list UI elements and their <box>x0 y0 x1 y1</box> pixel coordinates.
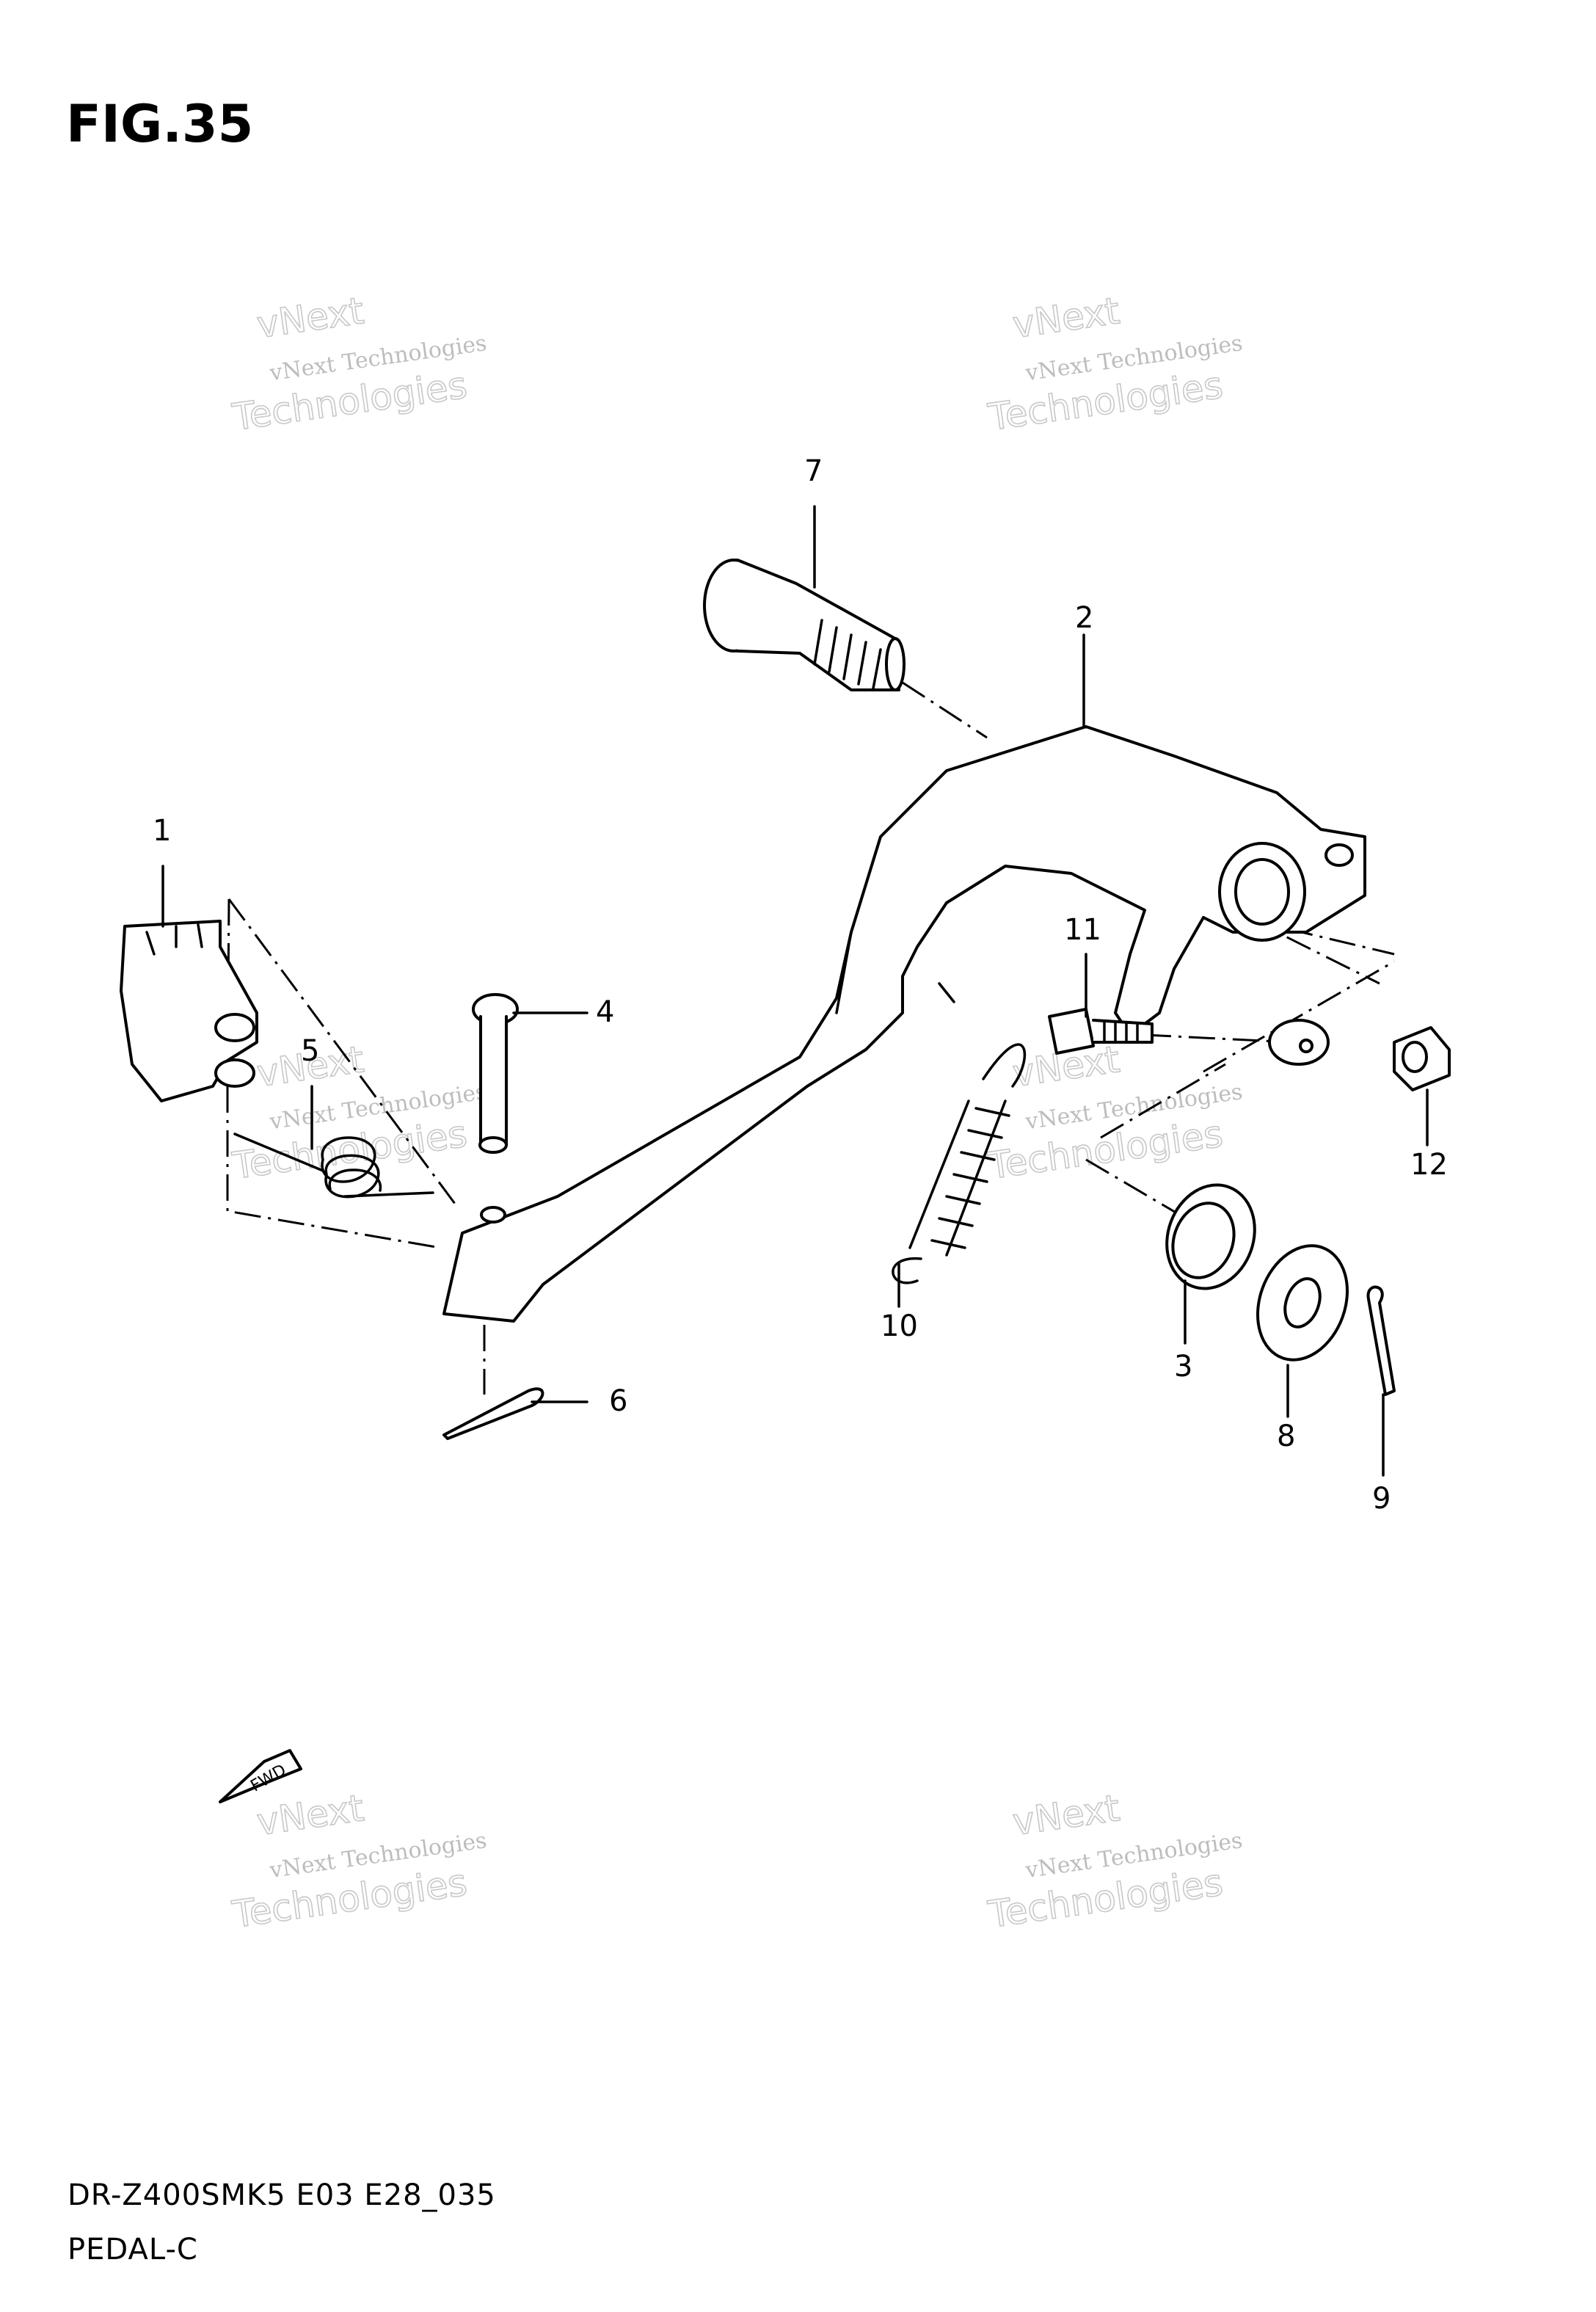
watermark-line1: vNext <box>255 1786 367 1844</box>
pedal-stopper-plate <box>120 920 258 1102</box>
callout-7: 7 <box>804 454 823 488</box>
callout-5: 5 <box>301 1034 319 1068</box>
section-name: PEDAL-C <box>68 2233 198 2266</box>
pedal-pivot-bolt <box>703 559 906 691</box>
callout-3: 3 <box>1174 1350 1192 1384</box>
clevis-pin <box>472 993 519 1154</box>
callout-2: 2 <box>1075 601 1093 635</box>
brake-pedal-lever <box>442 725 1366 1323</box>
watermark-line1: vNext <box>255 289 367 346</box>
watermark-bottom-left: vNext vNext Technologies Technologies <box>229 1786 489 1936</box>
pedal-return-spring <box>892 1043 1027 1284</box>
watermark-bottom-right: vNext vNext Technologies Technologies <box>985 1786 1245 1936</box>
stopper-nut <box>1393 1026 1451 1091</box>
callout-numbers: 1 2 3 4 5 6 7 8 9 10 11 12 <box>153 454 1448 1516</box>
callout-11: 11 <box>1064 913 1101 947</box>
watermark-top-left: vNext vNext Technologies Technologies <box>229 288 489 439</box>
callout-10: 10 <box>881 1309 918 1343</box>
watermark-line1: vNext <box>1010 1786 1123 1844</box>
callout-4: 4 <box>596 995 614 1029</box>
torsion-spring <box>233 1133 434 1199</box>
forward-direction-marker: FWD <box>219 1749 302 1803</box>
model-code: DR-Z400SMK5 E03 E28_035 <box>68 2178 496 2212</box>
callout-12: 12 <box>1410 1148 1448 1182</box>
figure-title: FIG.35 <box>66 94 254 154</box>
watermark-line1: vNext <box>1010 289 1123 346</box>
callout-1: 1 <box>153 814 171 848</box>
callout-9: 9 <box>1372 1482 1391 1516</box>
watermark-top-right: vNext vNext Technologies Technologies <box>985 288 1245 439</box>
cotter-pin-pivot <box>1366 1285 1396 1396</box>
oil-seal <box>1165 1183 1256 1290</box>
callout-8: 8 <box>1277 1419 1295 1453</box>
cotter-pin-pedal <box>442 1387 544 1440</box>
washer <box>1256 1244 1349 1362</box>
forward-arrow-icon <box>219 1749 302 1803</box>
stopper-bolt <box>1048 1008 1154 1055</box>
watermark-middle-left: vNext vNext Technologies Technologies <box>229 1037 489 1188</box>
leader-lines <box>161 505 1429 1477</box>
callout-6: 6 <box>609 1384 627 1418</box>
